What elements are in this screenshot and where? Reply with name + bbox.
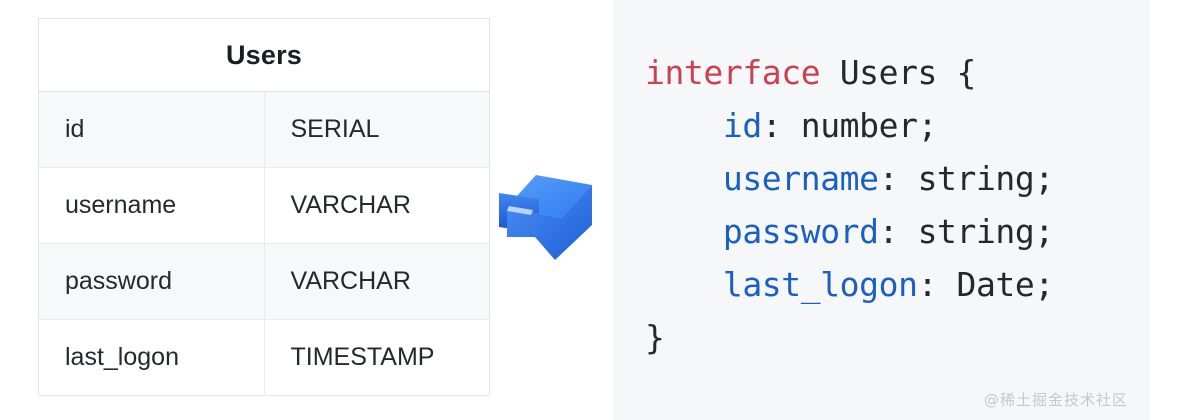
- table-row: password VARCHAR: [38, 243, 490, 320]
- schema-table-head: Users: [38, 18, 490, 92]
- conversion-arrow: [489, 163, 604, 263]
- code-colon: :: [878, 212, 899, 251]
- code-property-name: password: [722, 212, 879, 251]
- column-type-cell: VARCHAR: [264, 167, 490, 244]
- code-colon: :: [878, 159, 899, 198]
- column-type-cell: SERIAL: [264, 91, 490, 168]
- column-type-cell: TIMESTAMP: [264, 319, 490, 396]
- table-title: Users: [38, 18, 490, 92]
- column-type-cell: VARCHAR: [264, 243, 490, 320]
- code-close-brace: }: [645, 318, 665, 357]
- column-name-cell: password: [38, 243, 265, 320]
- code-property-name: id: [722, 106, 762, 145]
- typescript-interface-code: interface Users { id: number; username: …: [645, 46, 1054, 364]
- table-row: last_logon TIMESTAMP: [38, 319, 490, 396]
- table-row: id SERIAL: [38, 91, 490, 168]
- code-semicolon: ;: [1034, 212, 1054, 251]
- code-semicolon: ;: [1034, 159, 1054, 198]
- schema-table: Users id SERIAL username VARCHAR passwor…: [38, 18, 490, 396]
- schema-table-body: id SERIAL username VARCHAR password VARC…: [38, 91, 490, 396]
- code-semicolon: ;: [917, 106, 938, 145]
- table-row: username VARCHAR: [38, 167, 490, 244]
- code-property-type: number: [800, 106, 918, 145]
- code-panel: interface Users { id: number; username: …: [613, 0, 1150, 420]
- code-property-name: username: [722, 159, 879, 198]
- code-property-type: Date: [956, 265, 1035, 304]
- code-keyword: interface: [645, 53, 821, 92]
- column-name-cell: last_logon: [38, 319, 265, 396]
- code-property-type: string: [917, 212, 1035, 251]
- column-name-cell: username: [38, 167, 265, 244]
- code-property-name: last_logon: [722, 265, 918, 304]
- watermark: @稀土掘金技术社区: [983, 391, 1128, 409]
- table-title-row: Users: [38, 18, 490, 92]
- code-colon: :: [761, 106, 782, 145]
- code-colon: :: [917, 265, 938, 304]
- code-open-brace: {: [956, 53, 977, 92]
- right-arrow-3d-icon: [499, 175, 592, 260]
- column-name-cell: id: [38, 91, 265, 168]
- code-property-type: string: [917, 159, 1035, 198]
- code-interface-name: Users: [839, 53, 938, 92]
- code-semicolon: ;: [1034, 265, 1054, 304]
